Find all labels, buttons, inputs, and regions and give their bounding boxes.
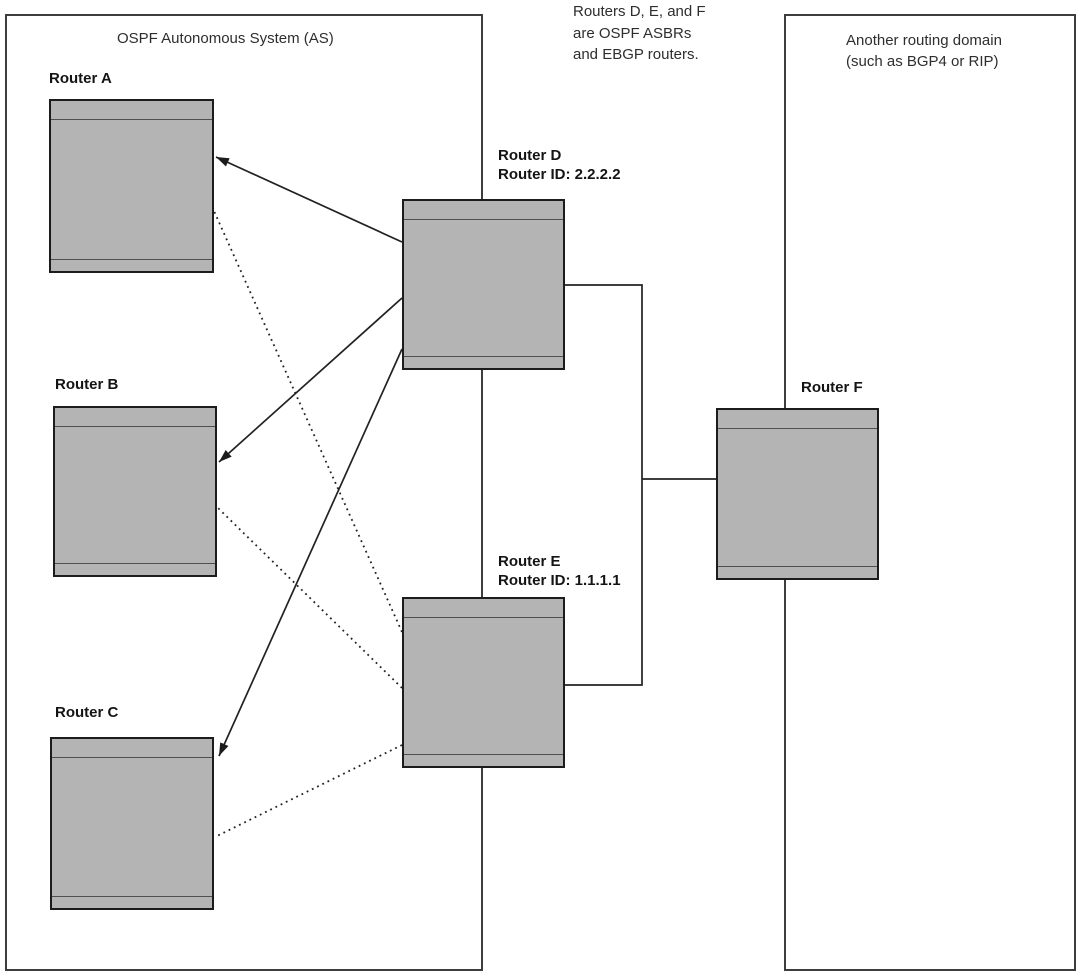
router-a-top-band xyxy=(51,119,212,121)
link-d-b xyxy=(218,297,403,463)
router-a-box xyxy=(49,99,214,273)
external-domain-title: Another routing domain (such as BGP4 or … xyxy=(846,32,1002,70)
link-d-c xyxy=(218,348,403,757)
router-c-box xyxy=(50,737,214,910)
link-e-b xyxy=(217,507,403,689)
router-f-box xyxy=(716,408,879,580)
router-b-bottom-band xyxy=(55,562,215,564)
router-e-label: Router E Router ID: 1.1.1.1 xyxy=(498,553,621,589)
router-b-label: Router B xyxy=(55,376,119,393)
router-e-top-band xyxy=(404,617,563,619)
router-b-top-band xyxy=(55,426,215,428)
as-title: OSPF Autonomous System (AS) xyxy=(117,30,334,47)
router-d-bottom-band xyxy=(404,355,563,357)
router-a-label: Router A xyxy=(49,70,112,87)
router-e-box xyxy=(402,597,565,768)
router-f-bottom-band xyxy=(718,565,877,567)
router-c-label: Router C xyxy=(55,704,119,721)
asbr-note: Routers D, E, and F are OSPF ASBRs and E… xyxy=(573,3,706,63)
link-d-a xyxy=(215,156,403,243)
router-d-label: Router D Router ID: 2.2.2.2 xyxy=(498,147,621,183)
router-d-top-band xyxy=(404,219,563,221)
router-e-bottom-band xyxy=(404,753,563,755)
link-e-a xyxy=(213,210,403,633)
router-f-top-band xyxy=(718,428,877,430)
router-b-box xyxy=(53,406,217,577)
link-e-c xyxy=(216,744,403,837)
ospf-as-boundary-box xyxy=(5,14,483,971)
router-d-box xyxy=(402,199,565,370)
router-c-top-band xyxy=(52,757,212,759)
router-c-bottom-band xyxy=(52,895,212,897)
link-d-e-bus xyxy=(565,284,643,686)
router-a-bottom-band xyxy=(51,258,212,260)
router-f-label: Router F xyxy=(801,379,863,396)
